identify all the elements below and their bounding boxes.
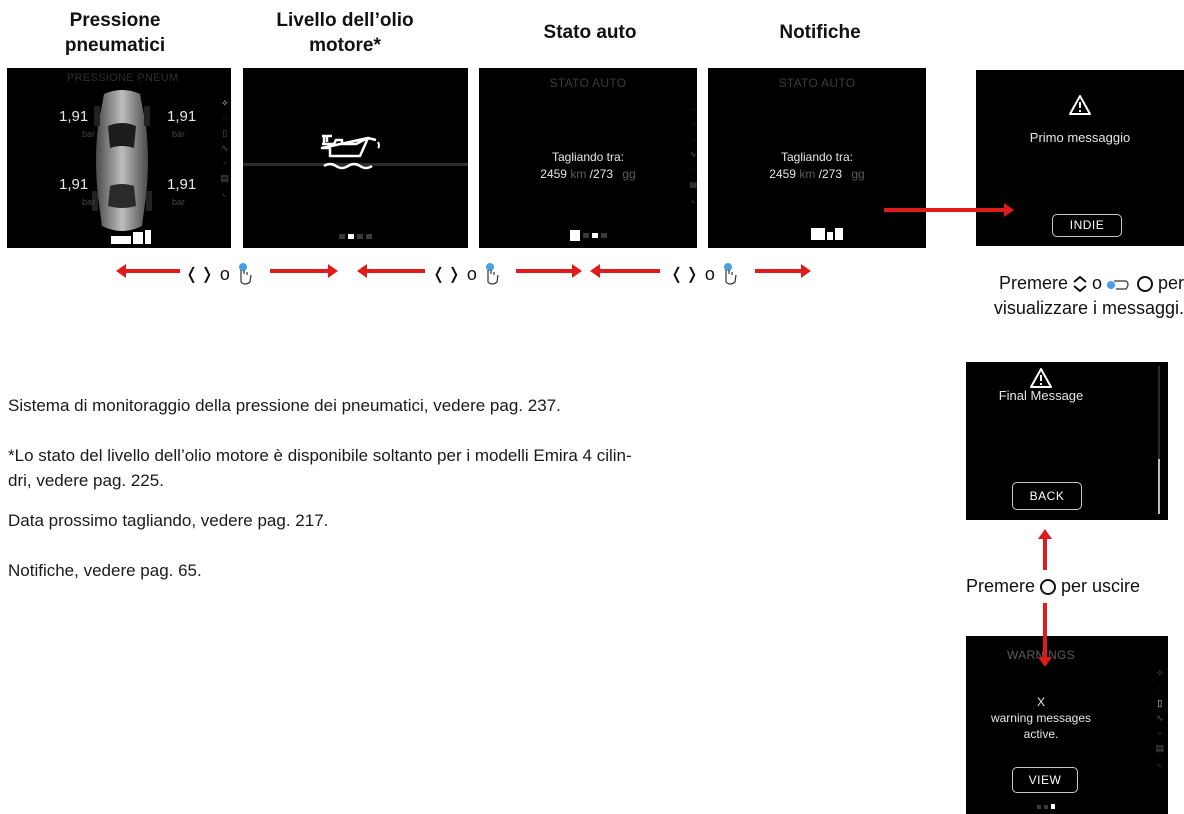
warnings-line2: warning messages [990, 711, 1092, 725]
touch-hand-icon [485, 263, 499, 285]
service-label: Tagliando tra: [551, 150, 625, 164]
message-text: Final Message [998, 388, 1084, 403]
note-oil-level-line2: dri, vedere pag. 225. [8, 471, 164, 490]
warning-triangle-icon [1030, 368, 1052, 388]
radio-icon: ▤ [1155, 743, 1164, 753]
touch-hand-icon [238, 263, 252, 285]
arrow-down [1038, 603, 1052, 667]
circle-button-icon [1136, 275, 1153, 292]
page-indicator [243, 234, 468, 239]
arrow-right [270, 264, 338, 278]
left-right-chevron-icon: ❬❭ [432, 266, 463, 283]
tyre-rear-right-value: 1,91 [167, 176, 197, 193]
side-menu-icons: ✧ ◌ ▯ ∿ ◦ ▤ ◟ [1155, 666, 1164, 771]
up-down-chevron-icon [1073, 275, 1087, 292]
tyre-pressure-screen: PRESSIONE PNEUM 1,91 bar 1,91 bar 1,91 b… [7, 68, 231, 248]
back-button[interactable]: BACK [1012, 482, 1082, 510]
instruction-view-messages: Premere o per visualizzare i messaggi. [993, 273, 1184, 318]
side-menu-icons: ·◌·∿·▤◟ [689, 105, 697, 204]
timer-icon: ◌ [222, 113, 228, 123]
location-icon: ◦ [223, 158, 227, 168]
brightness-icon: ✧ [220, 98, 229, 108]
service-values: 2459 km /273 gg [540, 167, 636, 181]
touch-hand-icon [723, 263, 737, 285]
note-notifications: Notifiche, vedere pag. 65. [8, 561, 202, 580]
arrow-left [357, 264, 425, 278]
arrow-to-first-message [884, 203, 1014, 217]
brightness-icon: ✧ [1155, 668, 1164, 678]
tyre-front-right-unit: bar [172, 129, 186, 139]
tyre-front-left-value: 1,91 [59, 108, 89, 125]
screen-title: PRESSIONE PNEUM [67, 72, 179, 84]
oil-can-icon [320, 134, 380, 170]
column-title-car-status: Stato auto [543, 22, 637, 43]
phone-icon: ◟ [222, 188, 227, 198]
tyre-icon: ▯ [222, 128, 228, 138]
left-right-chevron-icon: ❬❭ [670, 266, 701, 283]
timer-icon: ◌ [1157, 683, 1163, 693]
nav-controls: ❬❭ o [432, 262, 503, 286]
page-indicator [966, 804, 1126, 809]
nav-controls: ❬❭ o [185, 262, 256, 286]
touch-hand-icon [1106, 279, 1129, 290]
screen-title: STATO AUTO [778, 76, 856, 90]
side-menu-icons: ✧ ◌ ▯ ∿ ◦ ▤ ◟ [220, 96, 229, 201]
phone-icon: ◟ [1157, 758, 1162, 768]
page-indicator [111, 230, 151, 244]
page-indicator [811, 228, 843, 240]
left-right-chevron-icon: ❬❭ [185, 266, 216, 283]
tyre-icon: ▯ [1157, 698, 1163, 708]
nav-controls: ❬❭ o [670, 262, 741, 286]
screen-title: WARNINGS [1007, 648, 1075, 662]
note-tyre-pressure: Sistema di monitoraggio della pressione … [8, 396, 561, 415]
warning-triangle-icon [1069, 95, 1091, 115]
circle-button-icon [1040, 578, 1057, 595]
warnings-screen: WARNINGS X warning messages active. ✧ ◌ … [966, 636, 1168, 814]
note-oil-level-line1: *Lo stato del livello dell’olio motore è… [8, 446, 632, 465]
column-title-tyre-pressure: Pressione pneumatici [64, 10, 166, 56]
location-icon: ◦ [1158, 728, 1162, 738]
notifications-screen: STATO AUTO Tagliando tra: 2459 km /273 g… [708, 68, 926, 248]
car-status-screen: STATO AUTO Tagliando tra: 2459 km /273 g… [479, 68, 697, 248]
tyre-rear-right-unit: bar [172, 197, 186, 207]
note-service-date: Data prossimo tagliando, vedere pag. 217… [8, 511, 329, 530]
car-top-view-icon [92, 90, 152, 231]
tyre-front-right-value: 1,91 [167, 108, 197, 125]
first-message-screen: Primo messaggio INDIE [976, 70, 1184, 246]
scrollbar[interactable] [1158, 366, 1160, 514]
tyre-front-left-unit: bar [82, 129, 96, 139]
service-label: Tagliando tra: [780, 150, 854, 164]
view-button[interactable]: VIEW [1012, 767, 1078, 793]
arrow-up [1038, 529, 1052, 570]
arrow-right [516, 264, 582, 278]
final-message-screen: Final Message BACK [966, 362, 1168, 520]
page-indicator [479, 230, 697, 241]
warnings-count: X [1036, 695, 1045, 709]
tyre-rear-left-unit: bar [82, 197, 96, 207]
instruction-exit: Premere per uscire [966, 576, 1141, 596]
arrow-right [755, 264, 811, 278]
column-title-notifications: Notifiche [779, 22, 861, 43]
route-icon: ∿ [220, 143, 229, 153]
route-icon: ∿ [1155, 713, 1164, 723]
tyre-rear-left-value: 1,91 [59, 176, 89, 193]
column-title-oil-level: Livello dell’olio motore* [276, 10, 414, 56]
arrow-left [590, 264, 660, 278]
indie-button[interactable]: INDIE [1052, 214, 1122, 237]
message-text: Primo messaggio [1029, 130, 1131, 145]
service-values: 2459 km /273 gg [769, 167, 865, 181]
radio-icon: ▤ [220, 173, 229, 183]
arrow-left [116, 264, 180, 278]
warnings-line3: active. [1023, 727, 1059, 741]
screen-title: STATO AUTO [549, 76, 627, 90]
oil-level-screen [243, 68, 468, 248]
